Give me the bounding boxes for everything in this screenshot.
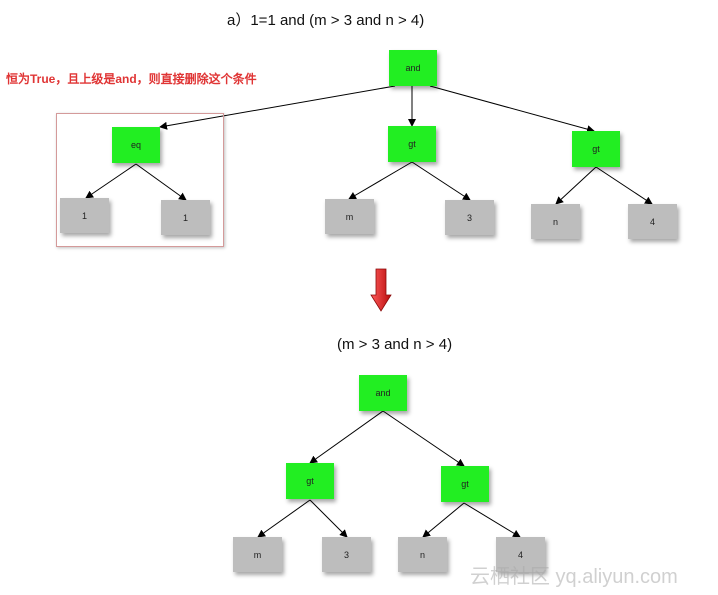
edge-gt2-4 (595, 166, 653, 205)
node-gt-4: gt (441, 466, 489, 502)
node-eq: eq (112, 127, 160, 163)
leaf-gt4-right: 4 (496, 537, 545, 572)
transform-arrow-icon (370, 268, 392, 312)
edge-gt2-n (555, 166, 597, 205)
leaf-gt1-right: 3 (445, 200, 494, 235)
removed-condition-box (56, 113, 224, 247)
edge-eq-1b (135, 163, 187, 201)
diagram-a-title: a）1=1 and (m > 3 and n > 4) (227, 12, 425, 29)
edge-gt4-4 (463, 502, 521, 538)
node-and-root-2: and (359, 375, 407, 411)
node-and-root: and (389, 50, 437, 86)
edge-and-gt2 (429, 85, 595, 134)
edge-gt1-3 (411, 161, 471, 201)
diagram-b-title: (m > 3 and n > 4) (337, 336, 453, 353)
leaf-gt3-right: 3 (322, 537, 371, 572)
node-gt-2: gt (572, 131, 620, 167)
leaf-gt2-right: 4 (628, 204, 677, 239)
removal-note: 恒为True，且上级是and，则直接删除这个条件 (6, 72, 257, 86)
leaf-eq-left: 1 (60, 198, 109, 233)
edge-gt4-n (422, 502, 465, 538)
edge-gt3-m (257, 499, 311, 538)
edge-and2-gt2 (382, 410, 465, 467)
edge-and2-gt1 (309, 410, 384, 464)
leaf-gt1-left: m (325, 199, 374, 234)
leaf-gt4-left: n (398, 537, 447, 572)
edge-and-eq (159, 85, 396, 130)
edge-gt1-m (348, 161, 413, 200)
edge-eq-1a (85, 163, 137, 199)
leaf-eq-right: 1 (161, 200, 210, 235)
node-gt-3: gt (286, 463, 334, 499)
watermark: 云栖社区 yq.aliyun.com (470, 566, 678, 588)
edge-gt3-3 (309, 499, 348, 538)
leaf-gt3-left: m (233, 537, 282, 572)
node-gt-1: gt (388, 126, 436, 162)
leaf-gt2-left: n (531, 204, 580, 239)
